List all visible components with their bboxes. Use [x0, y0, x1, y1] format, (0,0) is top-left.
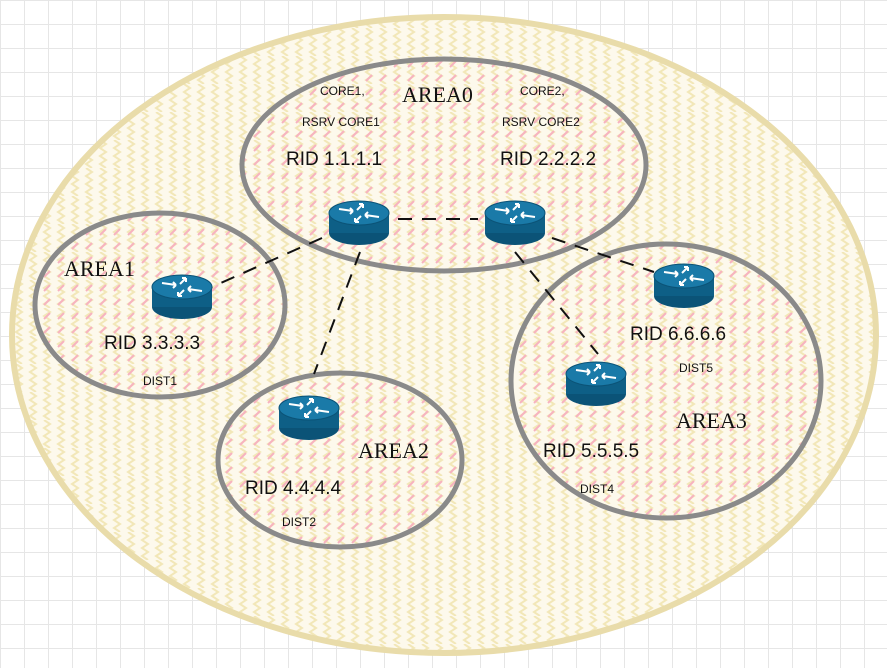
dist1-rid: RID 3.3.3.3 — [104, 333, 201, 354]
dist2-rid: RID 4.4.4.4 — [245, 478, 342, 499]
core2-rid: RID 2.2.2.2 — [500, 149, 597, 170]
dist4-router-icon[interactable] — [565, 361, 627, 407]
core1-rsrv: RSRV CORE1 — [302, 115, 380, 129]
dist4-name: DIST4 — [580, 482, 615, 496]
dist5-name: DIST5 — [679, 361, 714, 375]
area3-label: AREA3 — [676, 408, 747, 433]
core1-router-icon[interactable] — [328, 200, 390, 246]
area3-boundary — [508, 241, 824, 521]
link-core1-dist1 — [204, 237, 323, 291]
area2-label: AREA2 — [358, 438, 429, 463]
link-core2-dist4 — [514, 251, 599, 355]
links — [204, 218, 655, 375]
core2-router-icon[interactable] — [484, 200, 546, 246]
area1-label: AREA1 — [64, 256, 135, 281]
dist2-name: DIST2 — [282, 515, 317, 529]
dist5-router-icon[interactable] — [653, 263, 715, 309]
dist5-rid: RID 6.6.6.6 — [630, 324, 727, 345]
dist1-router-icon[interactable] — [151, 274, 213, 320]
core1-rid: RID 1.1.1.1 — [286, 149, 383, 170]
core2-name: CORE2, — [520, 84, 565, 98]
core2-rsrv: RSRV CORE2 — [502, 115, 580, 129]
area0-label: AREA0 — [402, 82, 473, 107]
dist4-rid: RID 5.5.5.5 — [543, 441, 640, 462]
dist2-router-icon[interactable] — [278, 395, 340, 441]
link-core2-dist5 — [551, 237, 655, 273]
core1-name: CORE1, — [320, 84, 365, 98]
dist1-name: DIST1 — [143, 374, 178, 388]
link-core1-dist2 — [313, 251, 361, 375]
